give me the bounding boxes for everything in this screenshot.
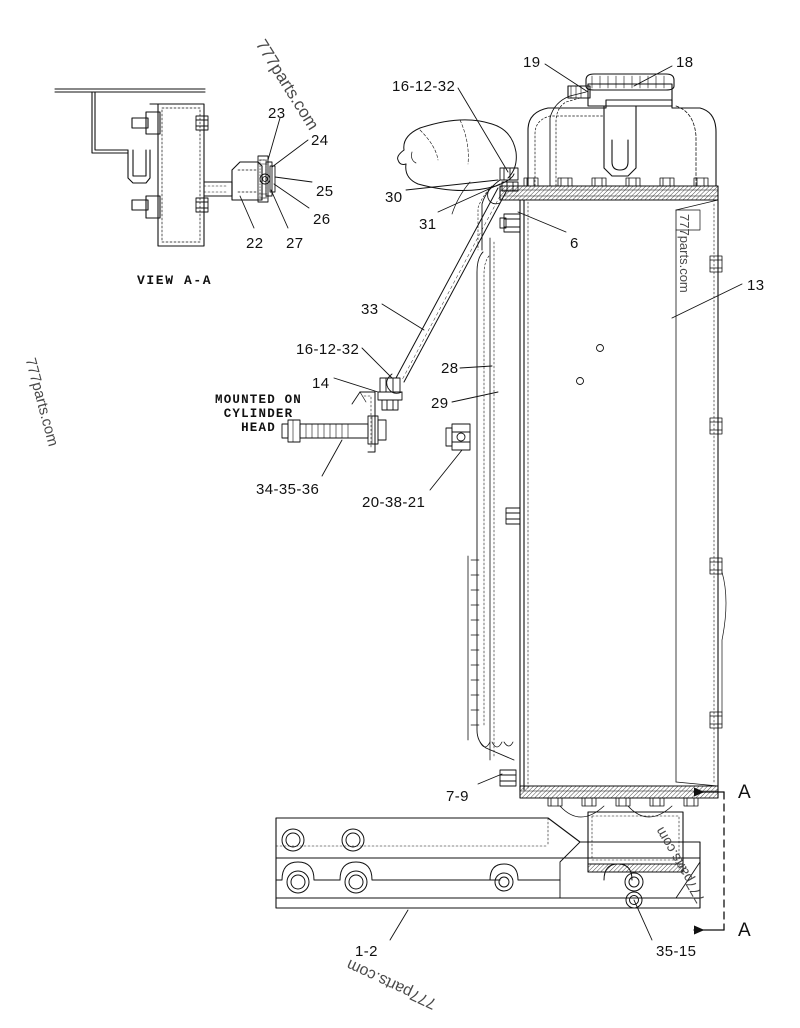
callout-19: 19 — [523, 54, 541, 71]
mounted-on-cylinder-head-note: MOUNTED ON CYLINDER HEAD — [215, 393, 303, 435]
bracket-and-bolt — [281, 391, 387, 453]
leader-lines — [321, 63, 743, 941]
section-letter-bottom: A — [738, 920, 751, 941]
callout-25: 25 — [316, 183, 334, 200]
callout-13: 13 — [747, 277, 765, 294]
base-frame — [275, 817, 701, 909]
callout-31: 31 — [419, 216, 437, 233]
section-letter-top: A — [738, 782, 751, 803]
callout-35-15: 35-15 — [656, 943, 697, 960]
callout-18: 18 — [676, 54, 694, 71]
upper-hose-and-rod — [377, 119, 519, 411]
callout-20-38-21: 20-38-21 — [362, 494, 426, 511]
watermark-radiator: 777parts.com — [677, 214, 692, 293]
section-arrows — [693, 787, 725, 935]
callout-22: 22 — [246, 235, 264, 252]
callout-27: 27 — [286, 235, 304, 252]
callout-24: 24 — [311, 132, 329, 149]
radiator-assembly — [445, 73, 727, 873]
callout-33: 33 — [361, 301, 379, 318]
callout-26: 26 — [313, 211, 331, 228]
view-aa-detail — [54, 88, 313, 247]
callout-1-2: 1-2 — [355, 943, 378, 960]
callout-14: 14 — [312, 375, 330, 392]
callout-30: 30 — [385, 189, 403, 206]
callout-7-9: 7-9 — [446, 788, 469, 805]
callout-16-12-32-lower: 16-12-32 — [296, 341, 360, 358]
callout-23: 23 — [268, 105, 286, 122]
callout-6: 6 — [570, 235, 579, 252]
view-aa-note: VIEW A-A — [137, 273, 213, 288]
callout-34-35-36: 34-35-36 — [256, 481, 320, 498]
callout-16-12-32-upper: 16-12-32 — [392, 78, 456, 95]
callout-29: 29 — [431, 395, 449, 412]
callout-28: 28 — [441, 360, 459, 377]
